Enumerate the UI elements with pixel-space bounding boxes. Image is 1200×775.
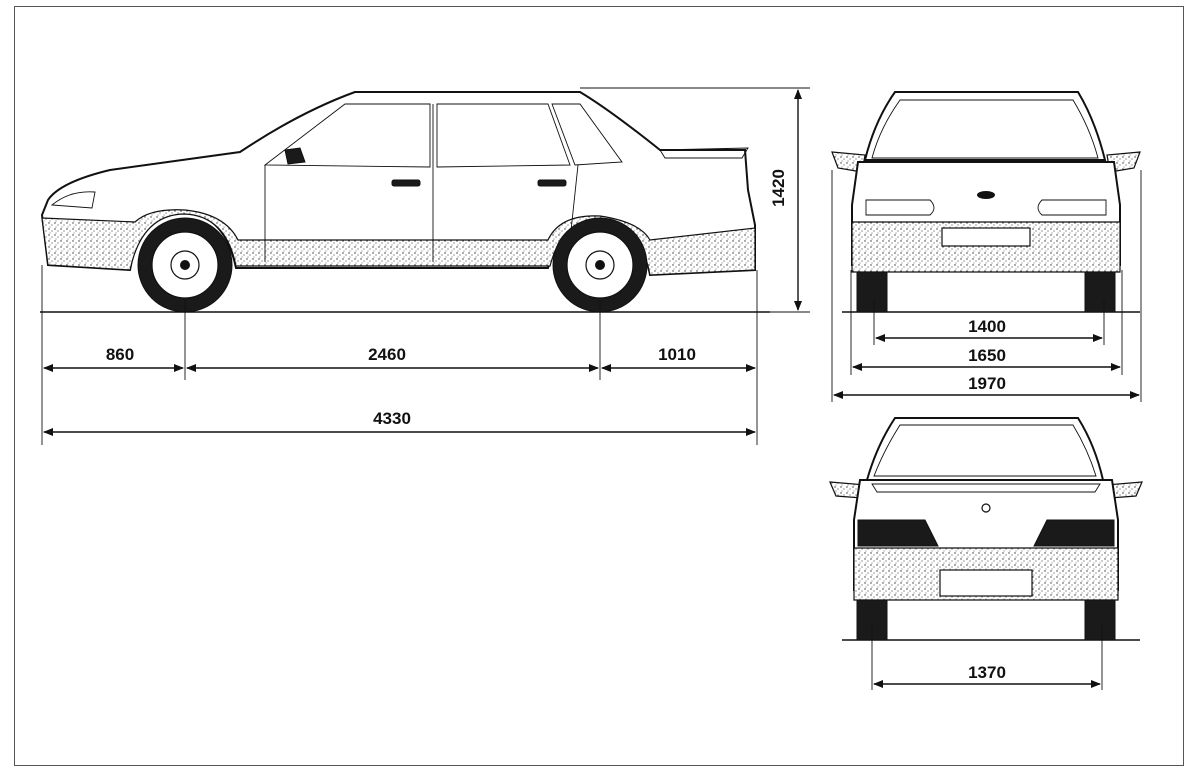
front-left-headlight xyxy=(865,199,935,216)
rear-right-taillight xyxy=(1033,519,1115,547)
windshield xyxy=(871,99,1099,159)
side-window-front xyxy=(263,103,431,168)
rear-door-handle xyxy=(537,179,567,187)
label-front-overhang: 860 xyxy=(106,345,134,364)
front-badge xyxy=(977,191,995,199)
rear-wheel xyxy=(552,217,648,313)
side-lower-trim xyxy=(41,209,756,276)
front-door-handle xyxy=(391,179,421,187)
front-left-tire xyxy=(856,271,888,313)
rear-left-taillight xyxy=(857,519,939,547)
headlight xyxy=(50,191,96,209)
label-front-track: 1400 xyxy=(968,317,1006,336)
label-height: 1420 xyxy=(769,169,788,207)
label-rear-overhang: 1010 xyxy=(658,345,696,364)
rear-roof xyxy=(865,417,1105,481)
front-view: 1400 1650 1970 xyxy=(831,91,1142,402)
rear-window xyxy=(873,424,1097,477)
rear-view: 1370 xyxy=(829,417,1143,690)
side-window-quarter xyxy=(551,103,623,166)
rear-license-plate xyxy=(939,569,1033,597)
front-right-tire xyxy=(1084,271,1116,313)
side-window-rear xyxy=(436,103,571,168)
front-wheel xyxy=(137,217,233,313)
rear-right-tire xyxy=(1084,599,1116,641)
label-width-mirrors: 1970 xyxy=(968,374,1006,393)
front-bumper xyxy=(851,221,1121,273)
label-overall-length: 4330 xyxy=(373,409,411,428)
rear-badge xyxy=(981,503,991,513)
label-body-width: 1650 xyxy=(968,346,1006,365)
side-mirror xyxy=(284,147,306,165)
front-license-plate xyxy=(941,227,1031,247)
rear-spoiler-view xyxy=(871,483,1101,493)
label-wheelbase: 2460 xyxy=(368,345,406,364)
front-right-headlight xyxy=(1037,199,1107,216)
front-roof xyxy=(863,91,1107,161)
label-rear-track: 1370 xyxy=(968,663,1006,682)
side-view: 860 2460 1010 4330 1420 xyxy=(40,87,810,445)
rear-spoiler xyxy=(659,147,749,159)
